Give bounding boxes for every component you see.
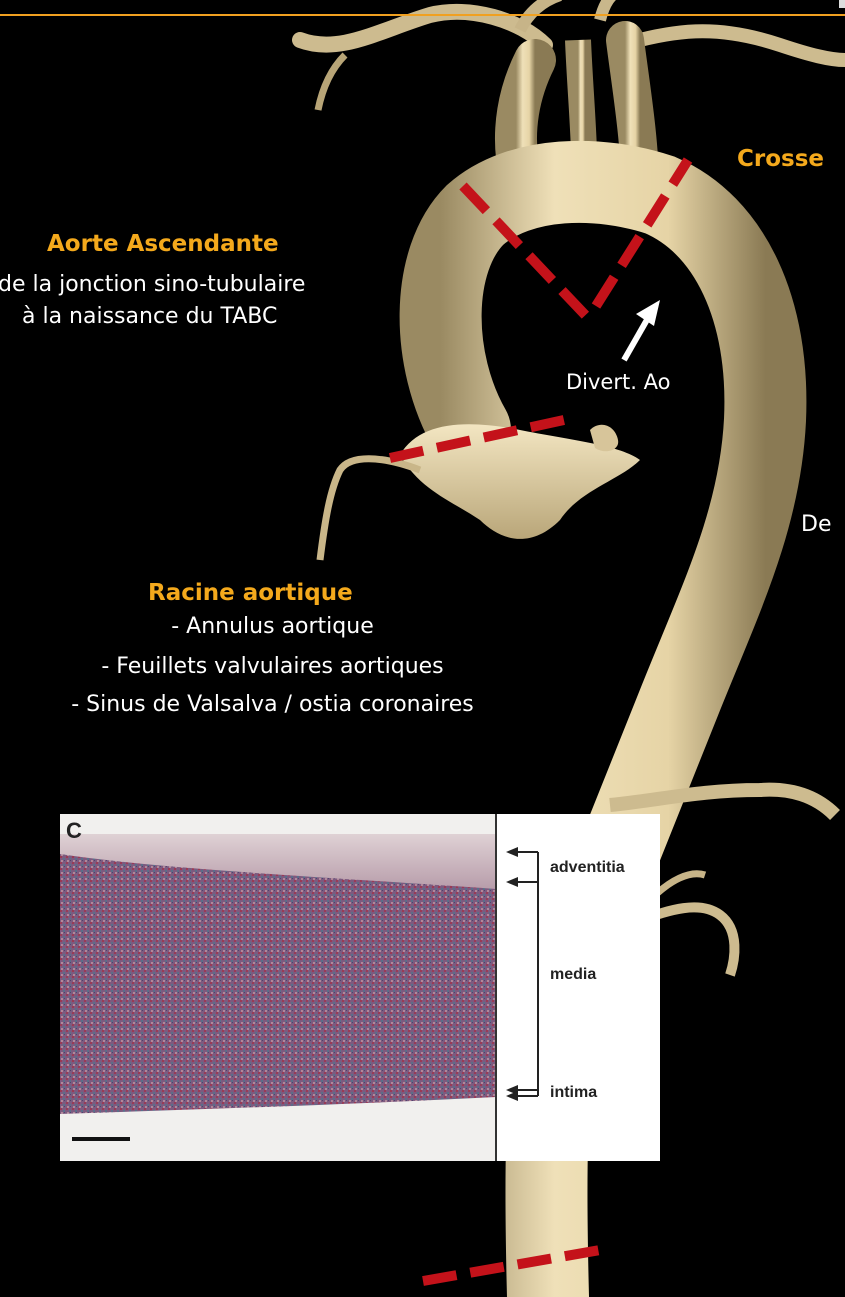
label-racine-item-2: - Feuillets valvulaires aortiques	[0, 654, 545, 679]
label-racine-title: Racine aortique	[148, 580, 353, 606]
label-racine-item-3: - Sinus de Valsalva / ostia coronaires	[0, 692, 545, 717]
layer-label-media: media	[550, 966, 596, 984]
label-aorte-ascendante-line2: à la naissance du TABC	[22, 304, 277, 329]
histology-inset: C adventitia media intima	[60, 814, 660, 1161]
label-divert: Divert. Ao	[566, 370, 670, 394]
layer-label-intima: intima	[550, 1084, 597, 1102]
layer-label-adventitia: adventitia	[550, 859, 625, 877]
label-racine-item-1: - Annulus aortique	[0, 614, 545, 639]
label-aorte-ascendante-line1: de la jonction sino-tubulaire	[0, 272, 305, 297]
histology-panel-letter: C	[66, 818, 82, 844]
top-rule	[0, 14, 845, 16]
label-de-partial: De	[801, 512, 831, 537]
corner-mark	[839, 0, 845, 8]
label-crosse: Crosse	[737, 146, 824, 172]
label-aorte-ascendante-title: Aorte Ascendante	[47, 231, 279, 257]
